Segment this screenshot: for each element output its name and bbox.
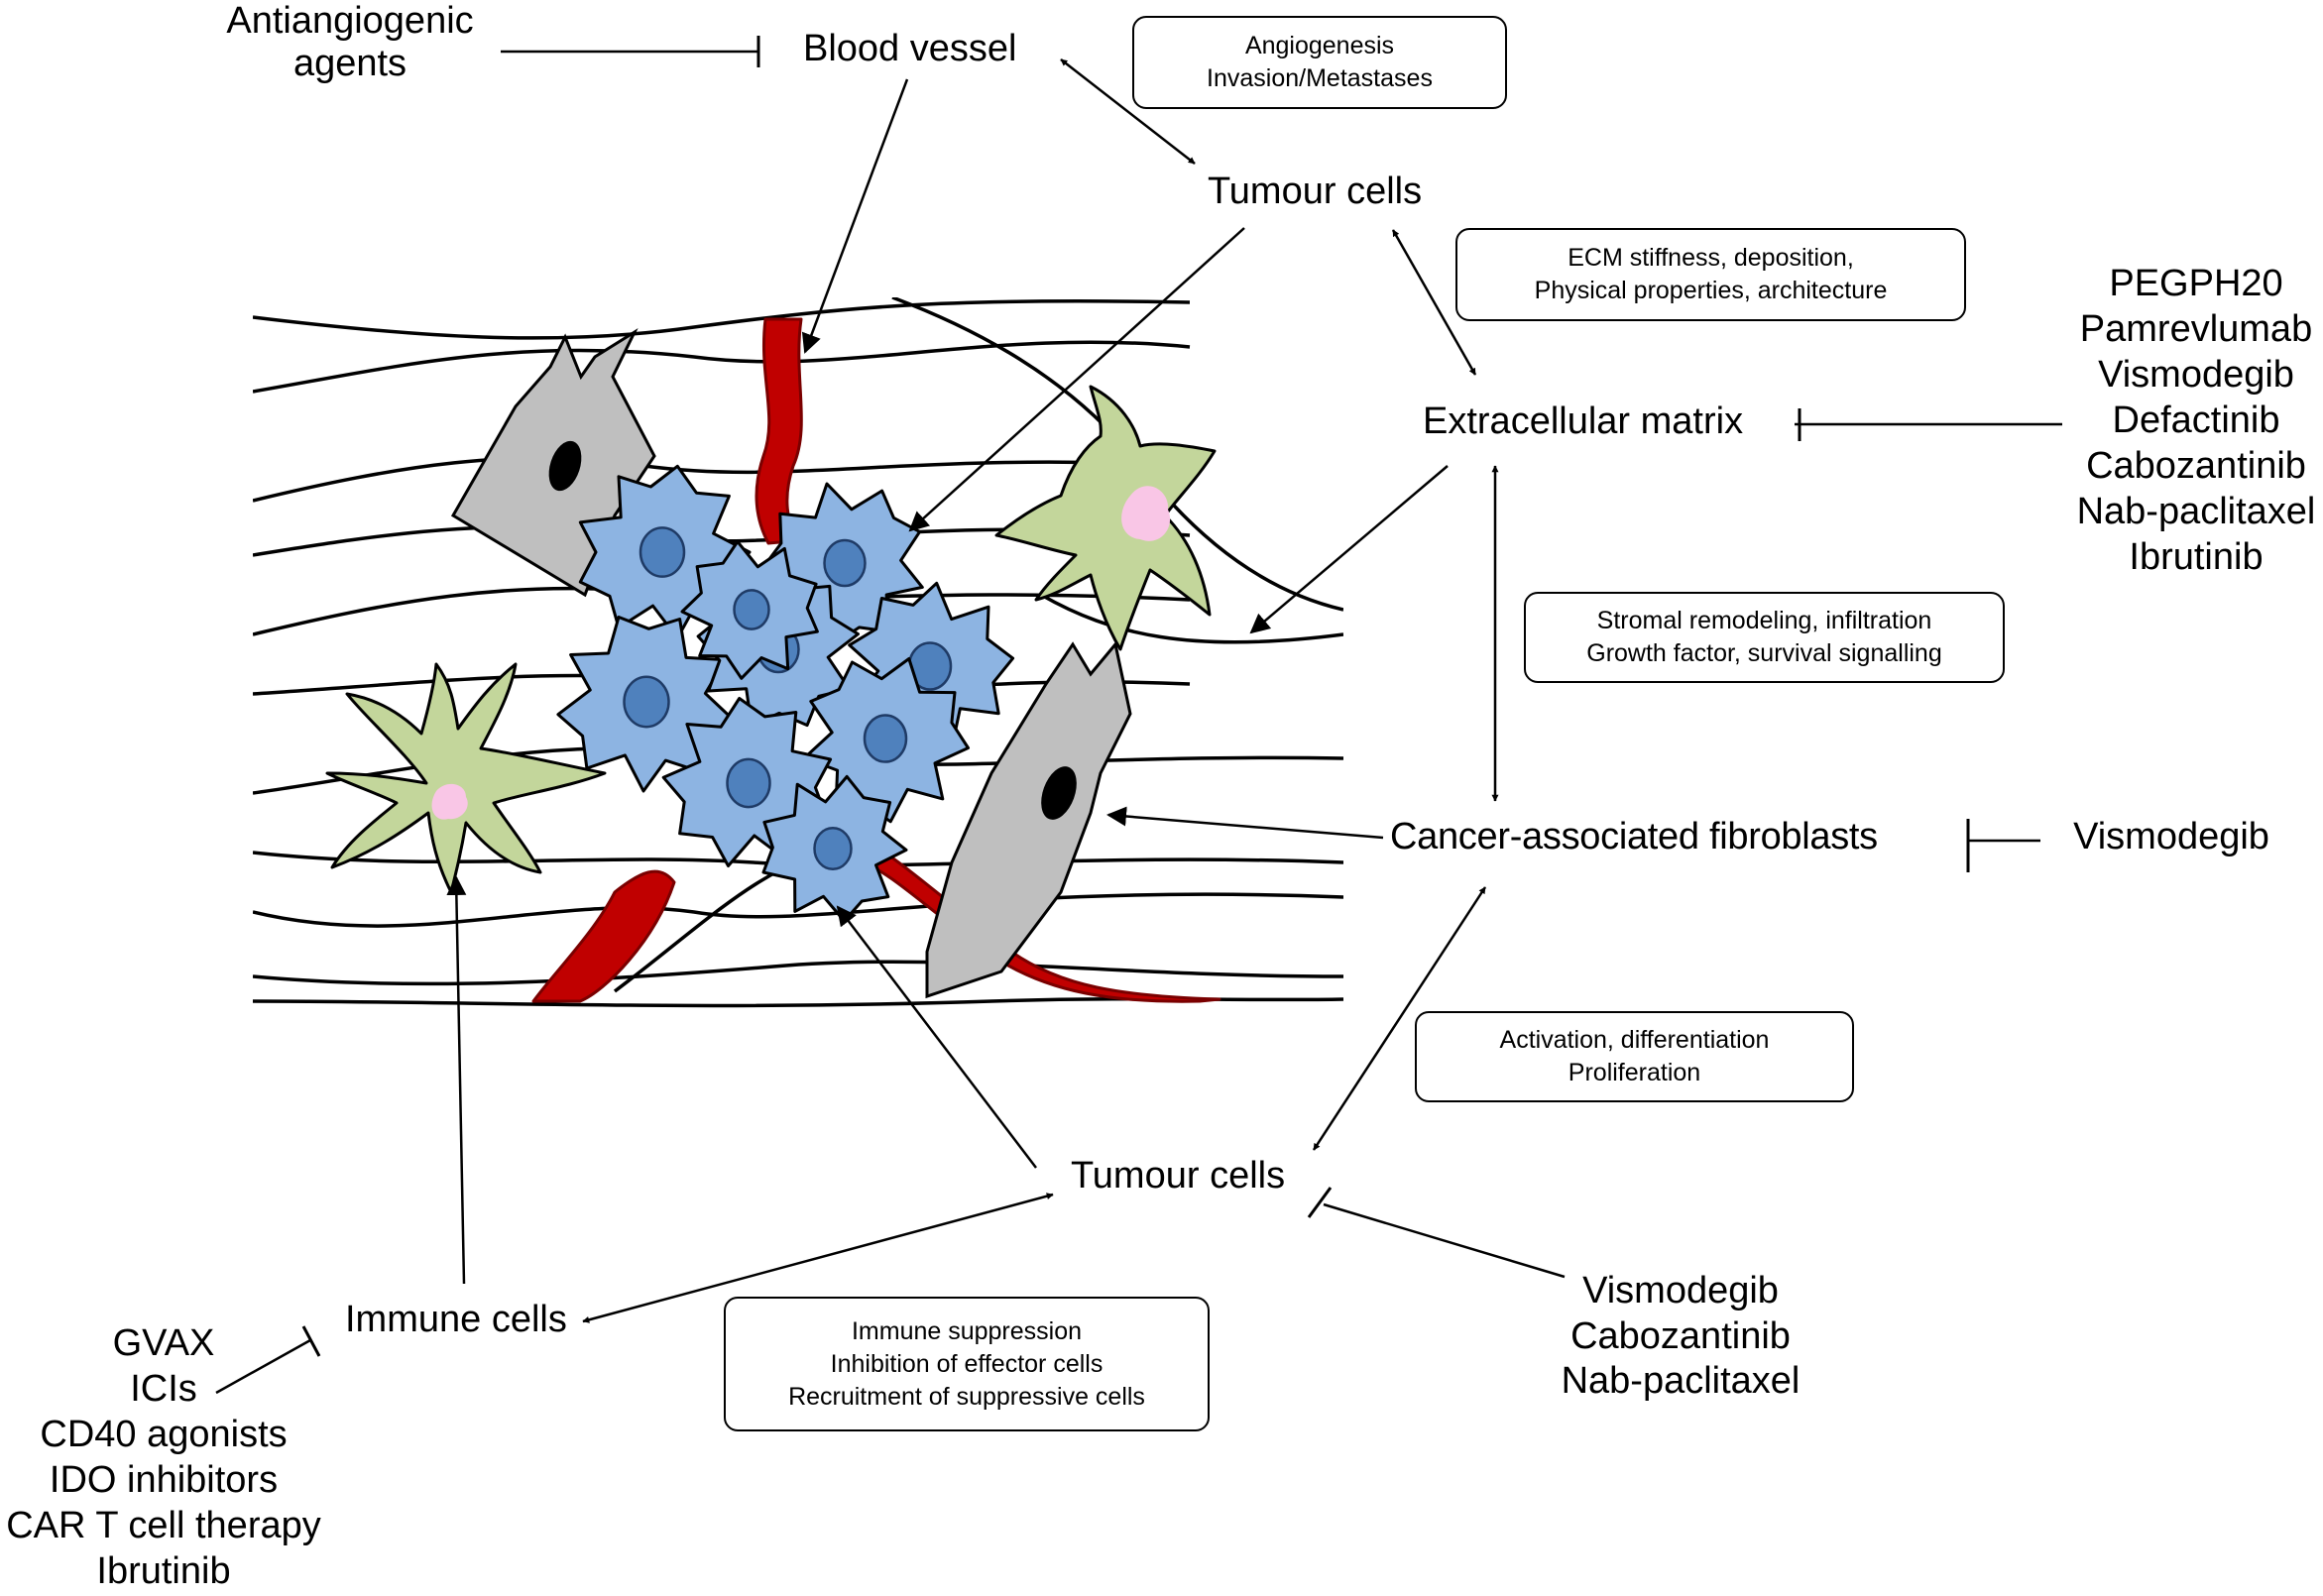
drugs-immune: GVAX ICIs CD40 agonists IDO inhibitors C… bbox=[0, 1321, 327, 1595]
node-immune-cells: Immune cells bbox=[345, 1299, 567, 1340]
connectors bbox=[215, 36, 2062, 1395]
fibroblast-right bbox=[925, 640, 1132, 999]
box-line: Activation, differentiation bbox=[1499, 1026, 1770, 1054]
arrow-vessel-tumour bbox=[1060, 58, 1196, 165]
drug-item: Ibrutinib bbox=[2129, 535, 2264, 578]
tumour-cell-nucleus bbox=[733, 589, 770, 630]
drug-item: Vismodegib bbox=[2098, 353, 2294, 396]
inhibit-tumour bbox=[1323, 1202, 1566, 1279]
drug-item: Cabozantinib bbox=[1570, 1314, 1791, 1357]
vessel-left bbox=[531, 869, 676, 1003]
drugs-ecm: PEGPH20 Pamrevlumab Vismodegib Defactini… bbox=[2072, 262, 2320, 581]
arrow-vessel-art bbox=[801, 78, 909, 354]
node-extracellular-matrix: Extracellular matrix bbox=[1423, 400, 1744, 442]
arrow-immune-art bbox=[446, 875, 467, 1285]
drug-item: Ibrutinib bbox=[96, 1549, 231, 1592]
box-line: Stromal remodeling, infiltration bbox=[1596, 607, 1932, 634]
box-line: Angiogenesis bbox=[1244, 32, 1395, 59]
vessel-main bbox=[755, 317, 803, 545]
box-stromal-remodeling: Stromal remodeling, infiltration Growth … bbox=[1524, 592, 2005, 683]
arrow-tumour-ecm bbox=[1391, 229, 1477, 376]
drug-item: Vismodegib bbox=[1582, 1270, 1779, 1311]
drug-item: GVAX bbox=[112, 1322, 215, 1364]
node-blood-vessel: Blood vessel bbox=[803, 28, 1017, 69]
box-line: ECM stiffness, deposition, bbox=[1568, 244, 1854, 272]
arrow-ecm-art bbox=[1249, 465, 1449, 634]
box-line: Invasion/Metastases bbox=[1207, 64, 1433, 92]
drug-item: Cabozantinib bbox=[2086, 444, 2306, 487]
blood-vessels bbox=[531, 317, 1221, 1003]
box-activation: Activation, differentiation Proliferatio… bbox=[1415, 1011, 1854, 1102]
arrow-tumour-bottom-art bbox=[836, 905, 1037, 1169]
drug-item: Nab-paclitaxel bbox=[2076, 490, 2316, 532]
tumour-cell-cluster bbox=[556, 464, 1015, 923]
immune-cell-right bbox=[994, 385, 1217, 651]
inhibit-immune bbox=[215, 1338, 311, 1395]
arrow-caf-tumour bbox=[1312, 886, 1487, 1151]
box-line: Growth factor, survival signalling bbox=[1586, 639, 1942, 667]
arrow-tumour-art bbox=[908, 227, 1245, 532]
box-line: Recruitment of suppressive cells bbox=[788, 1382, 1145, 1411]
box-line: Proliferation bbox=[1568, 1059, 1701, 1086]
tumour-cell-nucleus bbox=[726, 757, 771, 809]
drug-item: ICIs bbox=[130, 1367, 197, 1410]
arrow-immune-tumour bbox=[582, 1193, 1054, 1323]
arrow-caf-art bbox=[1106, 806, 1384, 840]
drug-item: CAR T cell therapy bbox=[6, 1504, 321, 1546]
tumour-cell-nucleus bbox=[813, 827, 853, 870]
drug-item: Pamrevlumab bbox=[2079, 307, 2313, 350]
drug-item: Antiangiogenic bbox=[226, 0, 474, 42]
drug-item: PEGPH20 bbox=[2109, 263, 2283, 304]
tumour-cell-nucleus bbox=[623, 675, 670, 729]
drugs-antiangiogenic: Antiangiogenic agents bbox=[226, 0, 474, 85]
drug-item: IDO inhibitors bbox=[49, 1458, 279, 1501]
tumour-cell-nucleus bbox=[863, 714, 908, 763]
drug-item: agents bbox=[292, 42, 407, 84]
tumour-cell-nucleus bbox=[639, 526, 686, 578]
drugs-tumour: Vismodegib Cabozantinib Nab-paclitaxel bbox=[1542, 1269, 1819, 1405]
drug-item: Defactinib bbox=[2112, 399, 2280, 441]
node-cancer-associated-fibroblasts: Cancer-associated fibroblasts bbox=[1390, 816, 1878, 857]
drug-item: Nab-paclitaxel bbox=[1561, 1360, 1800, 1403]
drug-item: CD40 agonists bbox=[40, 1413, 288, 1455]
node-tumour-cells-top: Tumour cells bbox=[1208, 171, 1423, 212]
box-line: Physical properties, architecture bbox=[1534, 277, 1888, 304]
box-line: Inhibition of effector cells bbox=[830, 1349, 1103, 1378]
box-ecm-properties: ECM stiffness, deposition, Physical prop… bbox=[1455, 228, 1966, 321]
tumour-cell-nucleus bbox=[823, 538, 867, 588]
immune-cell-left bbox=[325, 662, 607, 894]
node-tumour-cells-bottom: Tumour cells bbox=[1071, 1155, 1286, 1197]
box-line: Immune suppression bbox=[851, 1316, 1083, 1345]
drugs-caf: Vismodegib bbox=[2057, 816, 2285, 858]
drug-item: Vismodegib bbox=[2073, 816, 2269, 857]
box-angiogenesis: Angiogenesis Invasion/Metastases bbox=[1132, 16, 1507, 109]
box-immune-suppression: Immune suppression Inhibition of effecto… bbox=[724, 1297, 1210, 1431]
